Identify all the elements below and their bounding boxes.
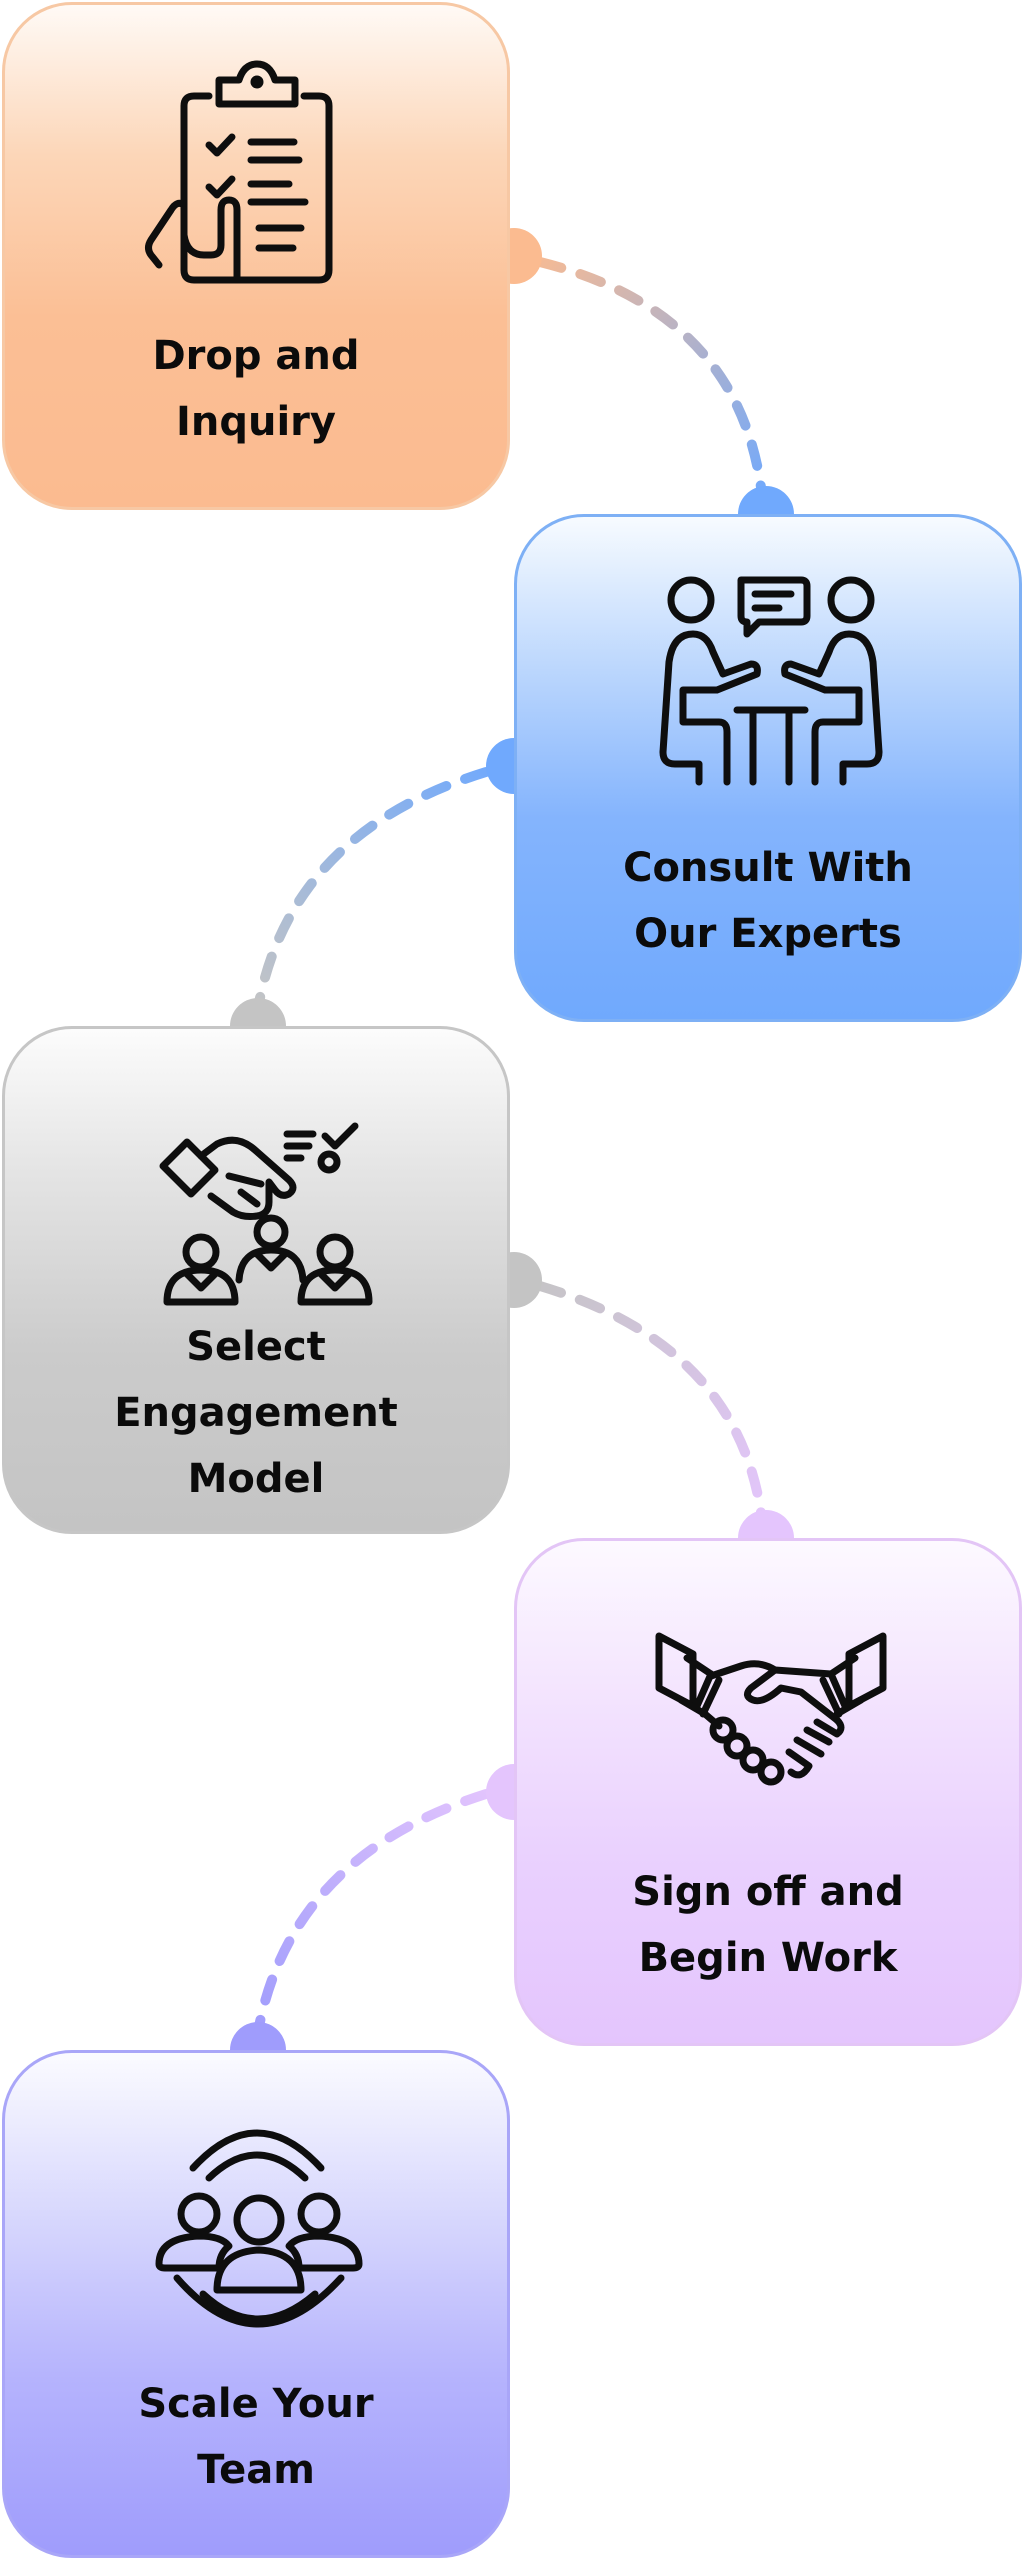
step-card-consult-with-our-experts: Consult With Our Experts: [514, 514, 1022, 1022]
consultation-meeting-icon: [641, 572, 901, 812]
step-card-select-engagement-model: Select Engagement Model: [2, 1026, 510, 1534]
step-label: Consult With Our Experts: [623, 845, 913, 957]
candidate-selection-icon: [129, 1084, 389, 1324]
step-card-drop-and-inquiry: Drop and Inquiry: [2, 2, 510, 510]
clipboard-checklist-icon: [129, 60, 389, 300]
step-label: Select Engagement Model: [114, 1324, 398, 1502]
team-growth-icon: [129, 2108, 389, 2348]
handshake-icon: [641, 1596, 901, 1836]
connector-1-2: [535, 257, 767, 500]
step-card-sign-off-and-begin-work: Sign off and Begin Work: [514, 1538, 1022, 2046]
step-label: Scale Your Team: [138, 2381, 374, 2493]
connector-2-3: [253, 767, 491, 1013]
connector-4-5: [253, 1789, 491, 2037]
connector-3-4: [535, 1281, 767, 1525]
step-label: Sign off and Begin Work: [632, 1869, 904, 1981]
step-label: Drop and Inquiry: [152, 333, 360, 445]
step-card-scale-your-team: Scale Your Team: [2, 2050, 510, 2558]
